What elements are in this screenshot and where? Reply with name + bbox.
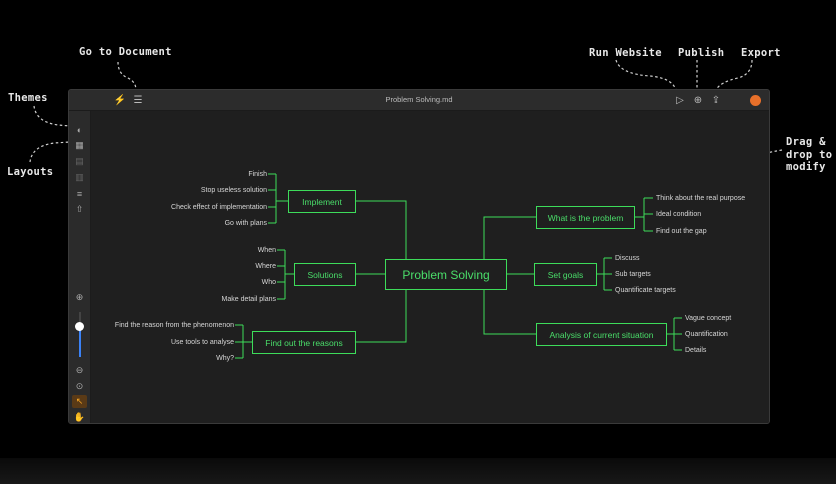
app-window: ⚡ ☰ Problem Solving.md ▷ ⊕ ⇪ ◐ ▦ ▤ ▥ ≡ ⇧…: [68, 89, 770, 424]
mindmap-leaf[interactable]: Ideal condition: [656, 211, 702, 218]
mindmap-canvas[interactable]: Problem Solving Implement Solutions Find…: [91, 111, 769, 423]
mindmap-leaf[interactable]: Find out the gap: [656, 228, 707, 235]
export-icon[interactable]: ⇪: [711, 94, 721, 106]
list-icon[interactable]: ≡: [76, 188, 83, 199]
callout-publish: Publish: [678, 47, 725, 59]
mindmap-leaf[interactable]: Think about the real purpose: [656, 195, 746, 202]
callout-run-website: Run Website: [589, 47, 662, 59]
zoom-slider[interactable]: [79, 312, 81, 357]
zoom-slider-handle[interactable]: [75, 322, 84, 331]
themes-icon[interactable]: ◐: [76, 124, 83, 135]
mindmap-branch-set-goals[interactable]: Set goals: [534, 263, 597, 286]
hand-tool-icon[interactable]: ✋: [73, 412, 86, 422]
callout-go-to-document: Go to Document: [79, 46, 172, 58]
mindmap-leaf[interactable]: Quantification: [685, 331, 728, 338]
callout-layouts: Layouts: [7, 166, 54, 178]
mindmap-leaf[interactable]: Sub targets: [615, 271, 651, 278]
quick-action-icon[interactable]: ⚡: [113, 94, 127, 106]
mindmap-branch-solutions[interactable]: Solutions: [294, 263, 356, 286]
mindmap-leaf[interactable]: Who: [261, 279, 276, 286]
mindmap-branch-find-out-the-reasons[interactable]: Find out the reasons: [252, 331, 356, 354]
callout-drag-drop: Drag & drop to modify: [786, 136, 833, 173]
structure-icon[interactable]: ▤: [75, 156, 84, 166]
mindmap-leaf[interactable]: Stop useless solution: [200, 187, 267, 194]
layouts-icon[interactable]: ▦: [75, 140, 84, 150]
fit-view-icon[interactable]: ⊙: [75, 381, 84, 391]
mindmap-leaf[interactable]: Discuss: [615, 255, 640, 262]
go-to-document-icon[interactable]: ☰: [133, 94, 143, 106]
title-bar: ⚡ ☰ Problem Solving.md ▷ ⊕ ⇪: [69, 90, 769, 111]
pointer-tool-icon[interactable]: ↖: [72, 395, 87, 408]
run-website-icon[interactable]: ▷: [676, 94, 684, 106]
mindmap-leaf[interactable]: Check effect of implementation: [171, 204, 267, 211]
zoom-out-icon[interactable]: ⊖: [75, 365, 84, 375]
avatar-icon[interactable]: [748, 93, 762, 107]
zoom-in-icon[interactable]: ⊕: [75, 292, 84, 302]
mindmap-leaf[interactable]: When: [257, 247, 276, 254]
mindmap-leaf[interactable]: Vague concept: [685, 315, 732, 322]
mindmap-leaf[interactable]: Find the reason from the phenomenon: [114, 322, 234, 329]
mindmap-leaf[interactable]: Details: [685, 347, 707, 354]
left-toolbar: ◐ ▦ ▤ ▥ ≡ ⇧ ⊕ ⊖ ⊙ ↖ ✋ ◉: [69, 111, 91, 423]
mindmap-leaf[interactable]: Make detail plans: [221, 296, 276, 303]
mindmap-leaf[interactable]: Finish: [248, 171, 267, 178]
callout-themes: Themes: [8, 92, 48, 104]
mindmap-branch-implement[interactable]: Implement: [288, 190, 356, 213]
outline-icon[interactable]: ▥: [75, 172, 84, 182]
mindmap-leaf[interactable]: Go with plans: [224, 220, 267, 227]
share-icon[interactable]: ⇧: [75, 204, 84, 214]
callout-export: Export: [741, 47, 781, 59]
mindmap-branch-analysis-of-current-situation[interactable]: Analysis of current situation: [536, 323, 667, 346]
mindmap-leaf[interactable]: Why?: [216, 355, 234, 362]
mindmap-root-node[interactable]: Problem Solving: [385, 259, 507, 290]
publish-icon[interactable]: ⊕: [693, 94, 703, 106]
mindmap-leaf[interactable]: Quantificate targets: [615, 287, 676, 294]
mindmap-leaf[interactable]: Where: [255, 263, 276, 270]
mindmap-branch-what-is-the-problem[interactable]: What is the problem: [536, 206, 635, 229]
window-title: Problem Solving.md: [385, 95, 453, 104]
background-band: [0, 458, 836, 484]
mindmap-leaf[interactable]: Use tools to analyse: [170, 339, 234, 346]
